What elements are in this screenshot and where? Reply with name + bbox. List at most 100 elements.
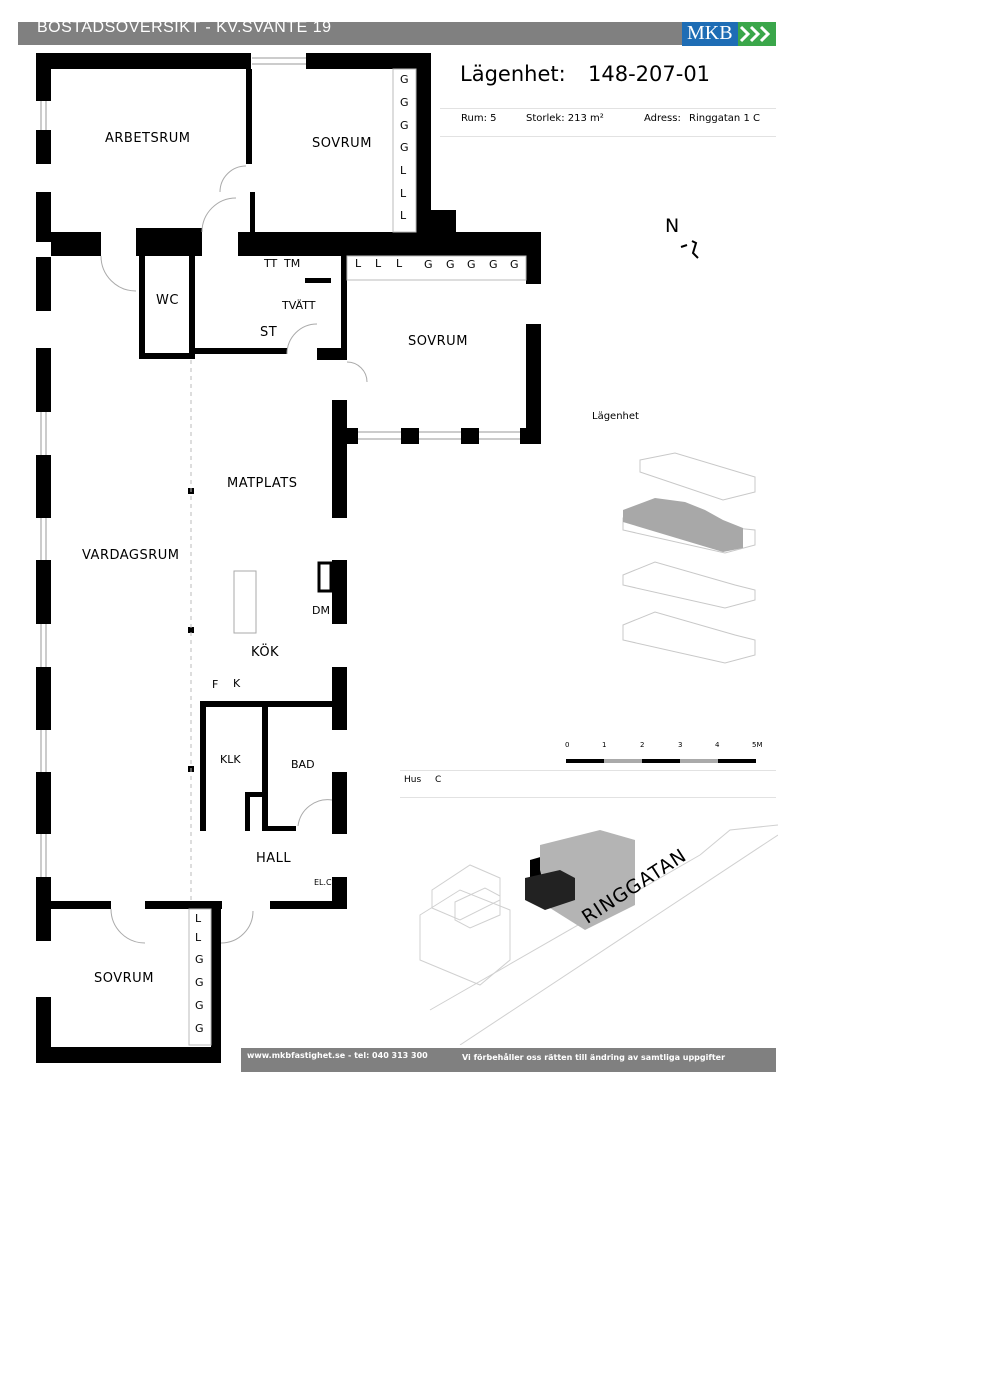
wardrobe-label: L xyxy=(355,257,362,270)
wardrobe-label: L xyxy=(375,257,382,270)
wall xyxy=(145,901,222,909)
wall xyxy=(200,701,206,831)
house-label: Hus xyxy=(404,775,422,785)
room-label-wc: WC xyxy=(156,293,179,308)
wall xyxy=(139,353,189,359)
wall xyxy=(332,772,347,834)
wall xyxy=(245,792,250,831)
wall xyxy=(36,53,51,101)
wall xyxy=(246,69,252,164)
divider xyxy=(400,770,776,771)
room-label-vardagsrum: VARDAGSRUM xyxy=(82,548,180,563)
room-label-hall: HALL xyxy=(256,851,292,866)
apartment-label: Lägenhet: xyxy=(460,62,566,86)
room-label-matplats: MATPLATS xyxy=(227,476,298,491)
wall xyxy=(36,455,51,518)
wall xyxy=(268,826,296,831)
wall xyxy=(189,256,195,359)
wall xyxy=(200,701,332,707)
wardrobe-label: G xyxy=(195,976,204,989)
wall xyxy=(526,242,541,284)
scale-bar xyxy=(566,759,756,763)
wardrobe-label: G xyxy=(195,953,204,966)
footer-bar xyxy=(241,1048,776,1072)
key-plan-label: Lägenhet xyxy=(592,411,639,422)
scale-tick: 5M xyxy=(752,741,763,749)
wall xyxy=(36,348,51,412)
room-label-klk: KLK xyxy=(220,753,241,766)
room-label-dm: DM xyxy=(312,604,330,617)
wall xyxy=(262,707,268,831)
wall xyxy=(36,192,51,242)
room-label-elc: EL.C xyxy=(314,878,332,887)
wardrobe-label: G xyxy=(400,96,409,109)
wall xyxy=(36,997,51,1063)
wall xyxy=(36,560,51,624)
apartment-size: Storlek: 213 m² xyxy=(526,113,604,124)
wall xyxy=(36,877,51,941)
wall xyxy=(305,278,331,283)
logo-text: MKB xyxy=(687,22,733,44)
room-count: Rum: 5 xyxy=(461,113,497,124)
address-label: Adress: xyxy=(644,113,681,124)
wall xyxy=(520,428,541,444)
compass-label: N xyxy=(665,215,680,237)
dm-box xyxy=(317,561,333,593)
wall xyxy=(136,228,202,256)
wardrobe-label: G xyxy=(195,999,204,1012)
room-label-bad: BAD xyxy=(291,758,315,771)
room-label-st: ST xyxy=(260,325,278,340)
scale-tick: 4 xyxy=(715,741,720,749)
divider xyxy=(440,136,776,137)
apartment-number: 148-207-01 xyxy=(588,62,711,86)
footer-disclaimer: Vi förbehåller oss rätten till ändring a… xyxy=(462,1053,726,1062)
wall xyxy=(51,901,111,909)
wardrobe-label: G xyxy=(195,1022,204,1035)
wall xyxy=(51,232,101,256)
room-label-tvatt: TVÄTT xyxy=(282,299,316,312)
wall xyxy=(36,130,51,164)
wall xyxy=(36,257,51,311)
room-label-kok: KÖK xyxy=(251,645,280,660)
wall xyxy=(341,256,347,360)
footer-contact: www.mkbfastighet.se - tel: 040 313 300 xyxy=(247,1051,428,1060)
scale-tick: 3 xyxy=(678,741,683,749)
divider xyxy=(440,108,776,109)
wall xyxy=(416,53,431,213)
wardrobe-label: G xyxy=(400,73,409,86)
wall xyxy=(211,909,221,1063)
scale-tick: 2 xyxy=(640,741,645,749)
scale-tick: 1 xyxy=(602,741,607,749)
appliance-label-tm: TM xyxy=(284,257,301,270)
wall xyxy=(36,667,51,730)
wall xyxy=(195,348,287,354)
room-label-arbetsrum: ARBETSRUM xyxy=(105,131,191,146)
wardrobe-label: L xyxy=(195,931,202,944)
wall xyxy=(139,256,145,359)
title-bar xyxy=(18,22,682,45)
wall xyxy=(526,324,541,444)
house-value: C xyxy=(435,775,442,785)
appliance-label-tt: TT xyxy=(264,257,278,270)
wardrobe-label: L xyxy=(195,912,202,925)
wardrobe-label: L xyxy=(400,209,407,222)
wall xyxy=(36,53,251,69)
wardrobe-label: L xyxy=(400,164,407,177)
compass-arrow-icon xyxy=(680,240,699,259)
wardrobe-label: G xyxy=(424,258,433,271)
wall xyxy=(238,232,541,256)
wardrobe-label: G xyxy=(400,119,409,132)
wall xyxy=(332,560,347,624)
wall xyxy=(245,792,268,797)
wall xyxy=(332,667,347,730)
key-plan-diagram xyxy=(622,452,756,664)
wardrobe-label: G xyxy=(400,141,409,154)
appliance-label-f: F xyxy=(212,678,219,691)
appliance-label-k: K xyxy=(233,677,241,690)
wardrobe-label: G xyxy=(467,258,476,271)
column xyxy=(188,627,194,633)
wall xyxy=(317,348,347,360)
wall xyxy=(332,400,347,518)
wardrobe-label: G xyxy=(446,258,455,271)
address: Ringgatan 1 C xyxy=(689,113,760,124)
